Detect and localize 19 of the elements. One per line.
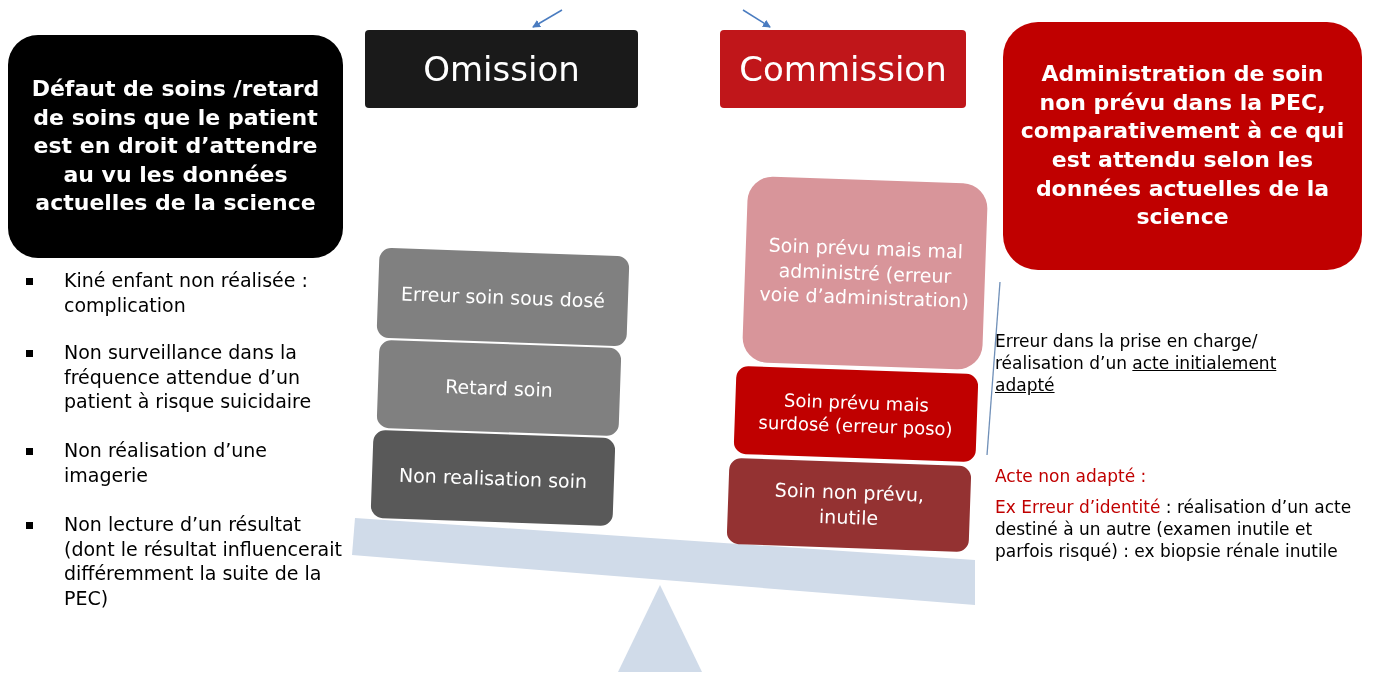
error-block: Non realisation soin bbox=[370, 429, 616, 527]
error-block: Soin prévu mais surdosé (erreur poso) bbox=[733, 365, 979, 463]
error-block: Erreur soin sous dosé bbox=[376, 247, 630, 347]
bullet-text: Non surveillance dans la fréquence attendue d’un patient à risque suicidaire bbox=[64, 340, 313, 415]
bullet-text: Non lecture d’un résultat (dont le résultat influencerait différemment la suite de la PEC) bbox=[64, 512, 343, 611]
annotation-heading: Acte non adapté : bbox=[995, 465, 1148, 488]
annotation-text: Ex Erreur d’identité : réalisation d’un acte destiné à un autre (examen inutile et parfois risqué) : ex biopsie rénale inutile bbox=[995, 496, 1353, 563]
arrow bbox=[532, 9, 563, 28]
error-block: Soin non prévu, inutile bbox=[726, 457, 972, 553]
definition-box: Administration de soin non prévu dans la PEC, comparativement à ce qui est attendu selon les données actuelles de la science bbox=[1003, 22, 1362, 270]
annotation-text: Erreur dans la prise en charge/ réalisation d’un acte initialement adapté bbox=[995, 330, 1278, 397]
bullet-text: Kiné enfant non réalisée : complication bbox=[64, 268, 309, 318]
bullet-text: Non réalisation d’une imagerie bbox=[64, 438, 269, 488]
definition-box: Défaut de soins /retard de soins que le patient est en droit d’attendre au vu les données actuelles de la science bbox=[8, 35, 343, 258]
category-header: Commission bbox=[720, 30, 966, 108]
category-header: Omission bbox=[365, 30, 638, 108]
error-block: Retard soin bbox=[376, 339, 622, 437]
error-block: Soin prévu mais mal administré (erreur voie d’administration) bbox=[741, 175, 989, 371]
arrow bbox=[742, 9, 771, 28]
